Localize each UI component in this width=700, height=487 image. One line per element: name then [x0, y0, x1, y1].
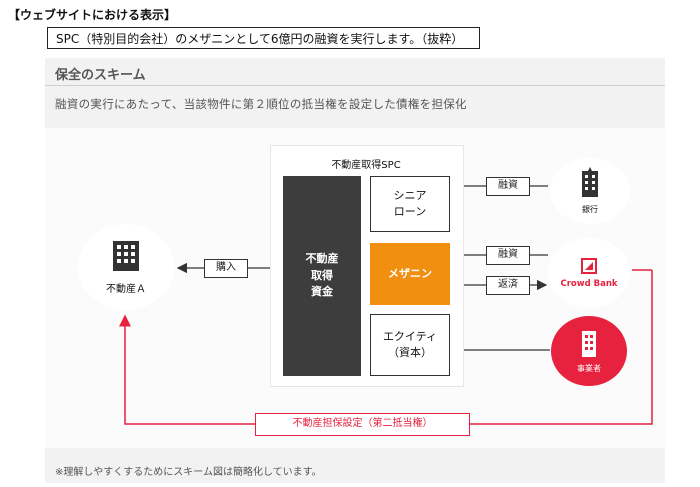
scheme-subtitle: 融資の実行にあたって、当該物件に第２順位の抵当権を設定した債権を担保化	[55, 97, 467, 111]
equity-box: エクイティ （資本）	[370, 314, 450, 376]
caption-box: SPC（特別目的会社）のメザニンとして6億円の融資を実行します。（抜粋）	[47, 27, 480, 49]
senior-loan-box: シニア ローン	[370, 176, 450, 232]
office-building-icon	[579, 329, 599, 361]
operator-node: 事業者	[551, 316, 627, 386]
equity-label: エクイティ （資本）	[382, 329, 438, 360]
mezzanine-box: メザニン	[370, 243, 450, 305]
senior-label: シニア ローン	[393, 188, 427, 219]
scheme-title: 保全のスキーム	[55, 68, 146, 83]
tag-purchase: 購入	[204, 259, 248, 278]
crowd-bank-node: Crowd Bank	[548, 238, 630, 308]
tag-loan-bank: 融資	[486, 177, 530, 196]
operator-label: 事業者	[577, 363, 601, 373]
footnote: ※理解しやすくするためにスキーム図は簡略化しています。	[55, 467, 322, 478]
title-divider	[45, 85, 665, 86]
building-icon	[109, 239, 143, 277]
page-heading: 【ウェブサイトにおける表示】	[8, 8, 177, 22]
bank-node: 銀行	[550, 158, 630, 224]
crowd-bank-label: Crowd Bank	[560, 278, 618, 289]
bank-label: 銀行	[582, 205, 598, 214]
acquisition-fund-block: 不動産 取得 資金	[283, 176, 361, 376]
crowd-bank-logo-icon	[581, 257, 597, 278]
spc-title: 不動産取得SPC	[331, 160, 401, 171]
fund-label: 不動産 取得 資金	[305, 252, 339, 299]
tag-pledge: 不動産担保設定（第二抵当権）	[255, 413, 470, 436]
property-label: 不動産Ａ	[106, 284, 146, 295]
tag-loan-cb: 融資	[486, 246, 530, 265]
mezzanine-label: メザニン	[388, 266, 432, 280]
tag-repay: 返済	[486, 276, 530, 295]
bank-building-icon	[579, 167, 601, 201]
property-a-node: 不動産Ａ	[78, 224, 174, 310]
